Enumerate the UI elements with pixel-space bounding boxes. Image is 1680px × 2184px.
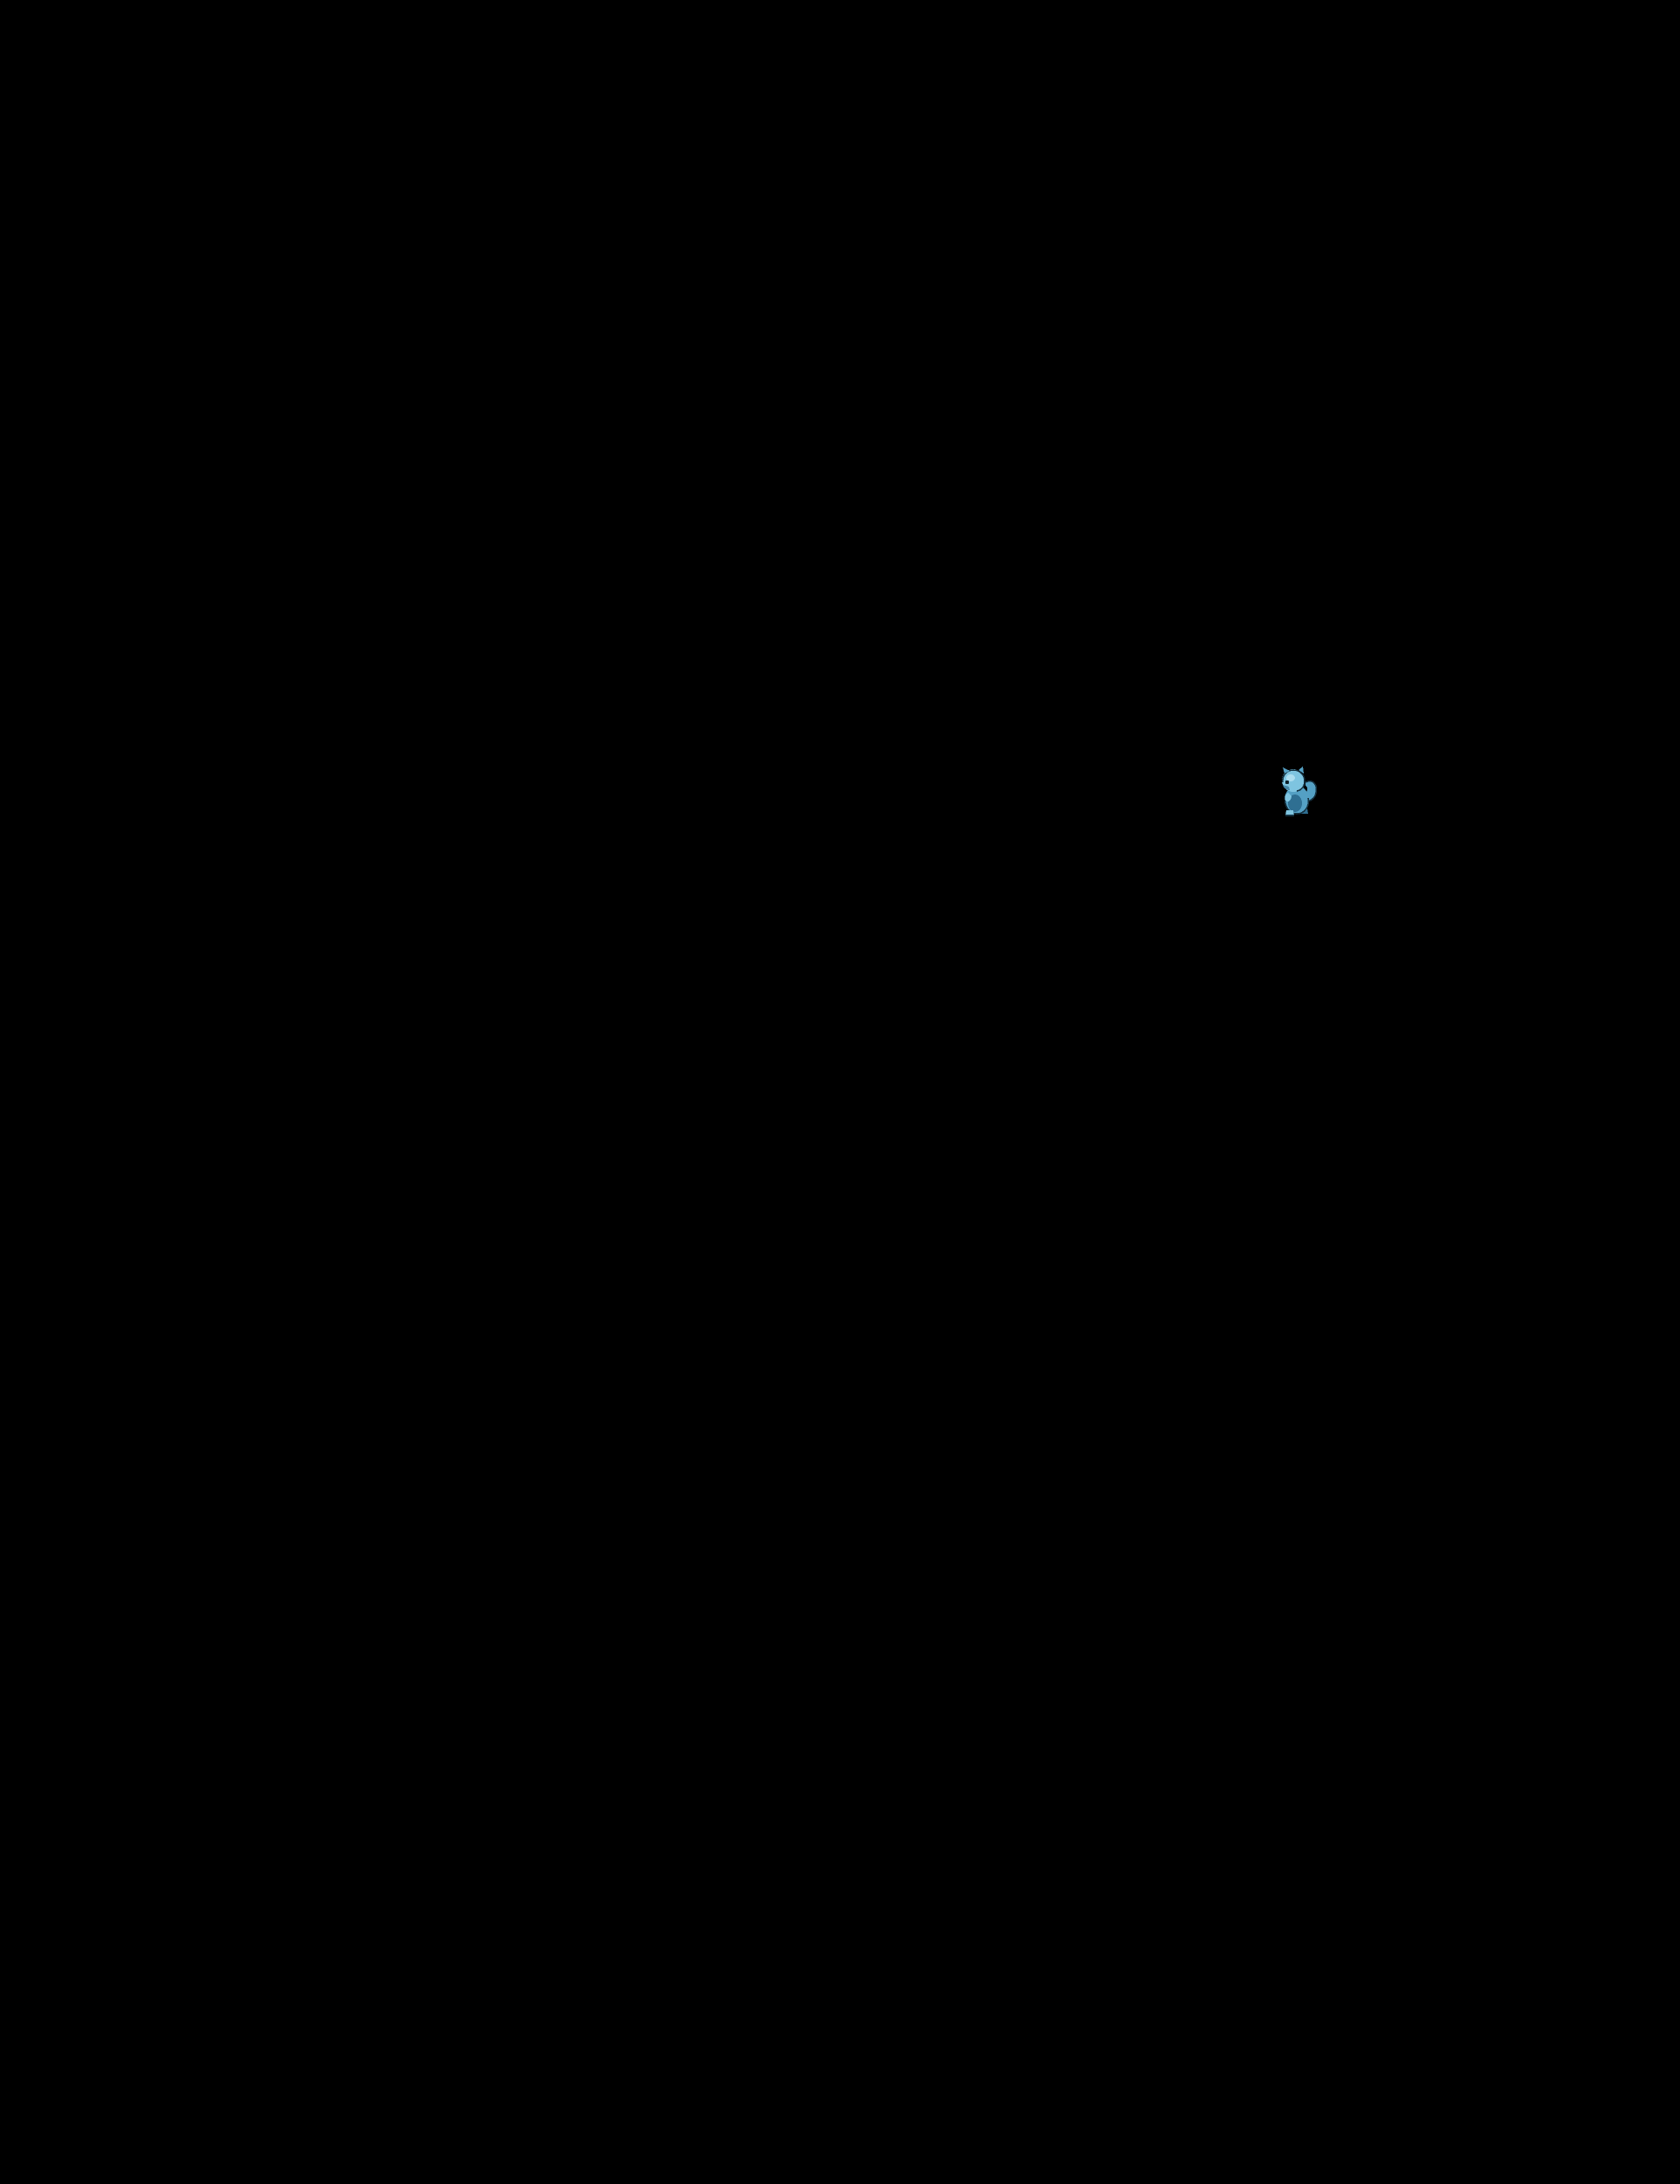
- creature-eye: [1284, 780, 1290, 785]
- creature-tail-outline: [1305, 780, 1318, 802]
- blue-creature-sprite[interactable]: [1276, 766, 1321, 819]
- creature-arm: [1284, 793, 1292, 802]
- creature-body-outline: [1284, 795, 1310, 815]
- creature-ear-left: [1283, 767, 1290, 774]
- creature-front-foot: [1285, 810, 1294, 816]
- creature-muzzle: [1283, 785, 1290, 790]
- creature-head-outline: [1282, 769, 1306, 792]
- creature-head-highlight: [1286, 774, 1295, 781]
- creature-ear-right: [1298, 766, 1304, 774]
- creature-belly: [1288, 794, 1302, 812]
